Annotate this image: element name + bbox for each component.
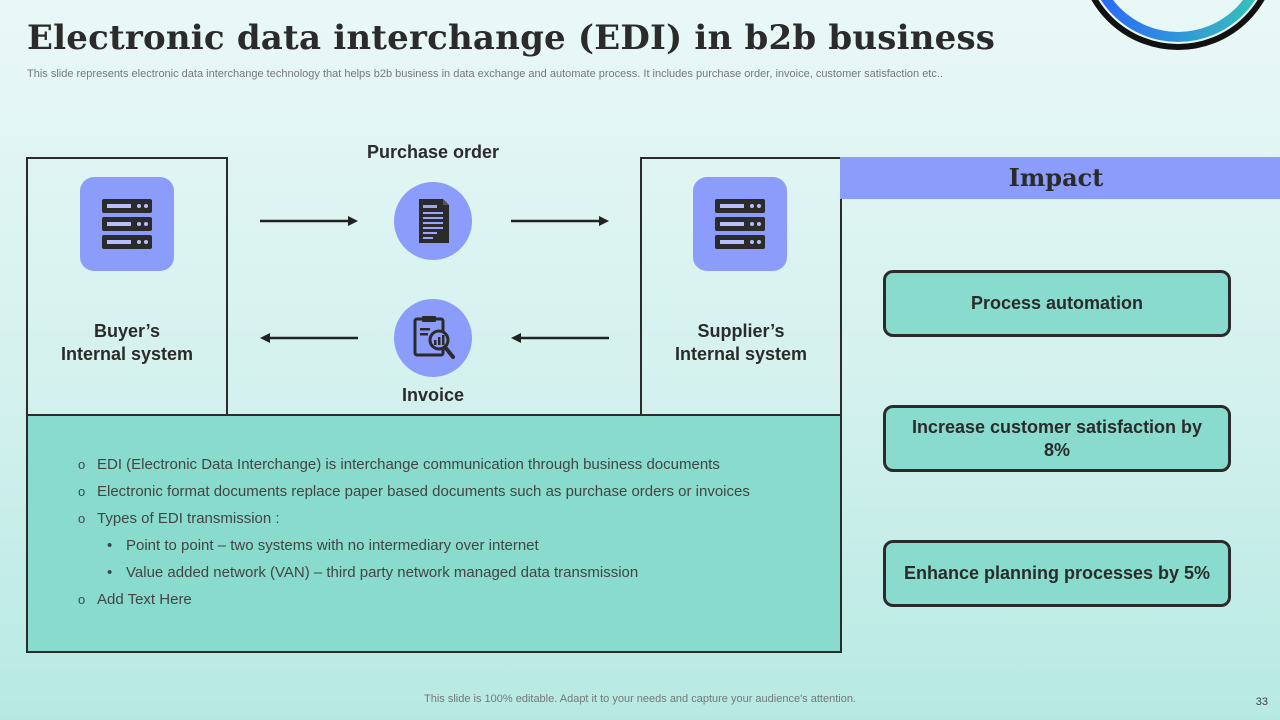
arrow-invoice-to-buyer (260, 333, 358, 343)
bullet-marker: o (78, 511, 86, 526)
list-item: o Types of EDI transmission : (78, 508, 818, 535)
slide-footer: This slide is 100% editable. Adapt it to… (424, 693, 856, 705)
supplier-system-label: Supplier’s Internal system (641, 320, 841, 366)
supplier-label-line2: Internal system (674, 344, 808, 364)
buyer-label-line2: Internal system (60, 344, 194, 364)
invoice-analysis-icon (413, 316, 455, 359)
arrow-po-to-supplier (511, 216, 609, 226)
impact-card-process-automation: Process automation (883, 270, 1231, 337)
bullet-marker: o (78, 484, 86, 499)
sub-list-item: • Value added network (VAN) – third part… (78, 562, 818, 589)
supplier-server-tile (693, 177, 787, 271)
arrow-supplier-to-invoice (511, 333, 609, 343)
list-item: o Add Text Here (78, 589, 818, 616)
document-icon (419, 199, 449, 243)
edi-details-list: o EDI (Electronic Data Interchange) is i… (78, 454, 818, 616)
slide-subtitle: This slide represents electronic data in… (27, 68, 943, 80)
bullet-marker: • (107, 537, 113, 554)
bullet-marker: o (78, 457, 86, 472)
server-icon (102, 199, 152, 249)
impact-banner: Impact (840, 157, 1280, 199)
supplier-label-line1: Supplier’s (697, 321, 785, 341)
bullet-marker: • (107, 564, 113, 581)
server-icon (715, 199, 765, 249)
buyer-label-line1: Buyer’s (93, 321, 161, 341)
slide-title: Electronic data interchange (EDI) in b2b… (27, 18, 996, 58)
buyer-server-tile (80, 177, 174, 271)
impact-card-planning-processes: Enhance planning processes by 5% (883, 540, 1231, 607)
invoice-label: Invoice (401, 385, 465, 405)
buyer-system-label: Buyer’s Internal system (27, 320, 227, 366)
impact-heading: Impact (1008, 163, 1104, 192)
page-number: 33 (1255, 696, 1268, 708)
impact-card-customer-satisfaction: Increase customer satisfaction by 8% (883, 405, 1231, 472)
invoice-circle (394, 299, 472, 377)
purchase-order-circle (394, 182, 472, 260)
bullet-marker: o (78, 592, 86, 607)
arrow-buyer-to-po (260, 216, 358, 226)
edi-details-box (26, 414, 842, 653)
list-item: o Electronic format documents replace pa… (78, 481, 818, 508)
sub-list-item: • Point to point – two systems with no i… (78, 535, 818, 562)
list-item: o EDI (Electronic Data Interchange) is i… (78, 454, 818, 481)
purchase-order-label: Purchase order (366, 142, 500, 162)
